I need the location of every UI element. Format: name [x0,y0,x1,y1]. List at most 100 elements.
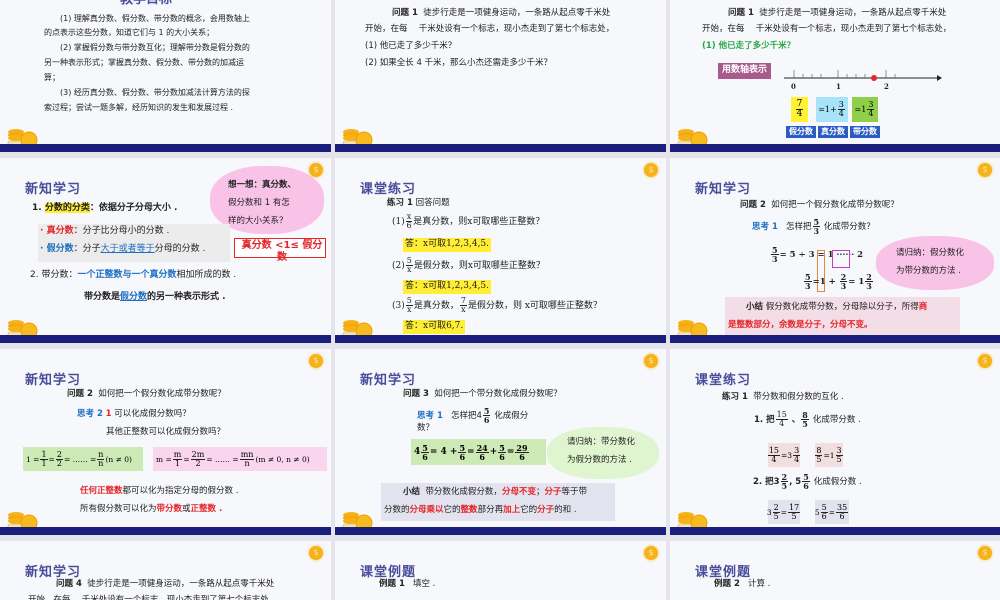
cloud-text: 请归纳：假分数化 [896,248,965,258]
example-heading: 例题 2 计算 . [714,579,771,589]
exercise-answer-2: 答：x可取1,2,3,4,5. [403,280,492,294]
number-line [784,70,942,81]
slide-thumbnail-10[interactable]: 新知学习 $ 问题 4 徒步行走是一项健身运动，一条路从起点零千米处 开始，在每… [0,541,331,600]
footer-bar [670,144,1000,152]
cloud-text: 请归纳：带分数化 [567,437,636,447]
question-line: 开始，在每 千米处设有一个标志，现小杰走到了第七个标志处， [28,595,278,600]
example-heading: 例题 1 填空 . [379,579,436,589]
objective-line: (1) 理解真分数、假分数、带分数的概念，会用数轴上 [60,14,250,23]
question-line: (2) 如果全长 4 千米，那么小杰还需走多少千米？ [365,58,553,68]
slide-title: 新知学习 [25,373,82,388]
footer-bar [0,335,331,343]
axis-tick-label: 0 [791,82,796,91]
think-line: 数？ [417,423,435,433]
slide-title: 课堂练习 [695,373,752,388]
footer-bar [335,144,666,152]
footer-bar [670,335,1000,343]
definition-panel [38,224,230,262]
exercise-answer-3: 答：x可取6,7. [403,320,466,334]
exercise-heading: 练习 1 带分数和假分数的互化 . [722,392,844,402]
slide-thumbnail-3[interactable]: 问题 1 徒步行走是一项健身运动，一条路从起点零千米处 开始，在每 千米处设有一… [670,0,1000,152]
tag-proper: 真分数 [818,126,848,139]
slide-title: 新知学习 [695,182,752,197]
slide-title: 课堂练习 [360,182,417,197]
slide-thumbnail-7[interactable]: 新知学习 $ 问题 2 如何把一个假分数化成带分数呢？ 思考 2 1 可以化成假… [0,349,331,535]
coin-icon: $ [644,546,658,560]
slide-thumbnail-1[interactable]: 教学目标 (1) 理解真分数、假分数、带分数的概念，会用数轴上 的点表示这些分数… [0,0,331,152]
slide-title: 课堂例题 [695,565,752,580]
thought-cloud [547,427,659,479]
coin-icon: $ [644,354,658,368]
coin-icon: $ [978,163,992,177]
objective-line: 另一种表示形式；掌握真分数、假分数、带分数的加减运 [44,58,244,67]
think-line: 其他正整数可以化成假分数吗？ [106,427,226,437]
objective-line: 的点表示这些分数，知道它们与 1 的大小关系； [44,28,215,37]
footer-bar [335,527,666,535]
summary-text: 小结 假分数化成带分数，分母除以分子，所得商 [746,302,928,312]
slide-thumbnail-11[interactable]: 课堂例题 $ 例题 1 填空 . [335,541,666,600]
exercise-answer-1: 答：x可取1,2,3,4,5. [403,238,492,252]
question-line: 问题 2 如何把一个假分数化成带分数呢？ [740,200,899,210]
coin-icon: $ [978,354,992,368]
footer-bar [0,144,331,152]
slide-thumbnail-2[interactable]: 问题 1 徒步行走是一项健身运动，一条路从起点零千米处 开始，在每 千米处设有一… [335,0,666,152]
relation-box [234,238,326,258]
coin-icon: $ [644,163,658,177]
conclusion-line: 所有假分数可以化为带分数或正整数 . [80,504,223,514]
question-line: 开始，在每 千米处设有一个标志，现小杰走到了第七个标志处， [365,24,615,34]
mixed-definition: 2. 带分数：一个正整数与一个真分数相加所成的数 . [30,270,237,280]
cloud-text: 想一想：真分数、 [228,180,297,190]
axis-tick-label: 2 [884,82,889,91]
question-line: (1) 他已走了多少千米？ [702,41,796,51]
slide-title: 新知学习 [360,373,417,388]
tag-improper: 假分数 [786,126,816,139]
question-label: 问题 1 [392,8,418,18]
coin-icon: $ [309,546,323,560]
slide-title: 教学目标 [120,0,172,9]
question-line: 问题 1 徒步行走是一项健身运动，一条路从起点零千米处 [392,8,610,19]
thought-cloud [210,166,324,234]
classification-heading: 1. 分数的分类：依据分子分母大小 . [32,203,178,213]
question-line: 开始，在每 千米处设有一个标志，现小杰走到了第七个标志处， [702,24,952,34]
summary-panel [381,483,615,521]
question-line: 问题 4 徒步行走是一项健身运动，一条路从起点零千米处 [56,579,275,589]
cloud-text: 样的大小关系？ [228,216,288,226]
thought-cloud [876,236,994,290]
objective-line: (3) 经历真分数、假分数、带分数加减法计算方法的探 [60,88,250,97]
fraction-type-tags: 假分数真分数带分数 [786,126,882,139]
footer-bar [0,527,331,535]
question-label: 问题 1 [728,8,754,18]
cloud-text: 假分数和 1 有怎 [228,198,290,208]
exercise-heading: 练习 1 回答问题 [387,198,450,208]
slide-title: 课堂例题 [360,565,417,580]
footer-bar [670,527,1000,535]
objective-line: 算； [44,73,60,82]
slide-thumbnail-4[interactable]: 新知学习 $ 想一想：真分数、 假分数和 1 有怎 样的大小关系？ 1. 分数的… [0,158,331,343]
coin-icon: $ [309,163,323,177]
conclusion-line: 任何正整数都可以化为指定分母的假分数 . [80,486,239,496]
slide-thumbnail-12[interactable]: 课堂例题 $ 例题 2 计算 . [670,541,1000,600]
tag-mixed: 带分数 [850,126,880,139]
objective-line: 索过程；尝试一题多解，经历知识的发生和发展过程 . [44,103,234,112]
objective-line: (2) 掌握假分数与带分数互化；理解带分数是假分数的 [60,43,250,52]
cloud-text: 为带分数的方法 . [896,266,961,276]
slide-title: 新知学习 [25,182,82,197]
